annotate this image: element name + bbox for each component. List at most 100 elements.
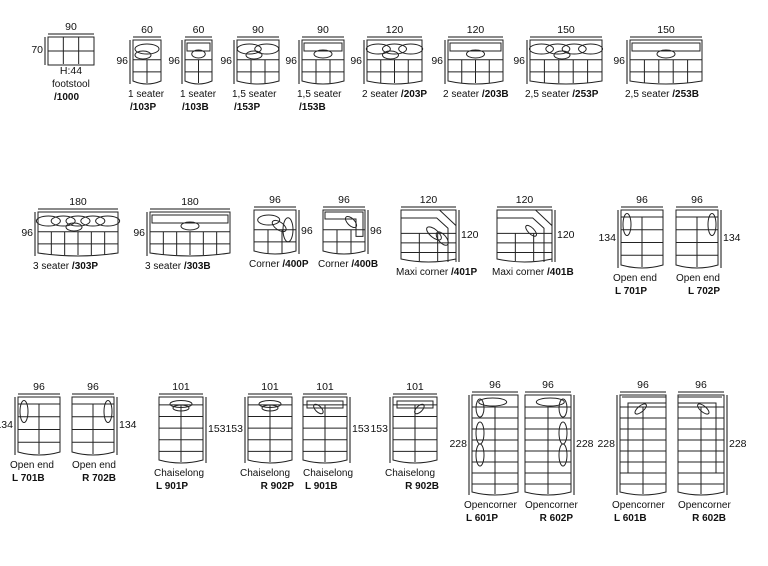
cushion-icon [414, 403, 425, 415]
module-outline [37, 211, 119, 257]
module-code: /153B [299, 102, 326, 113]
module-plan-drawing [14, 393, 61, 456]
module-outline [392, 396, 438, 464]
cushion-icon [344, 215, 358, 229]
cushion-icon [172, 404, 190, 412]
width-label: 96 [637, 379, 649, 391]
module-plan-drawing [44, 33, 95, 66]
module-plan-drawing [496, 206, 556, 263]
width-label: 101 [172, 381, 190, 393]
height-label: 96 [370, 225, 382, 237]
backrest [396, 400, 434, 409]
height-label: 96 [431, 55, 443, 67]
module-outline [184, 39, 213, 85]
module-outline [302, 396, 348, 464]
backrest [401, 209, 457, 262]
module-code: L 601B [614, 513, 647, 524]
module-code: R 602P [539, 513, 573, 524]
width-label: 101 [261, 381, 279, 393]
cushion-icon [707, 213, 717, 236]
module-name: 2 seater [362, 89, 399, 100]
height-label: 96 [116, 55, 128, 67]
cushion-icon [525, 224, 537, 237]
height-label: 96 [133, 227, 145, 239]
module-plan-drawing [298, 36, 345, 85]
module-name: Corner [249, 259, 280, 270]
module-outline [471, 394, 519, 496]
module-name: 1,5 seater [232, 89, 277, 100]
module-plan-drawing [677, 391, 728, 496]
cushion-icon [80, 215, 106, 227]
width-label: 90 [65, 21, 77, 33]
height-label: 228 [597, 438, 615, 450]
module-name: Opencorner [678, 500, 731, 511]
cushion-icon [271, 219, 287, 233]
module-code: R 902B [405, 481, 439, 492]
height-label: 120 [461, 229, 479, 241]
module-outline [529, 39, 603, 85]
height-label: 96 [168, 55, 180, 67]
width-label: 96 [338, 194, 350, 206]
cushion-icon [169, 400, 193, 408]
cushion-icon [261, 404, 279, 412]
module-plan-drawing [444, 36, 504, 85]
cushion-icon [382, 50, 399, 60]
cushion-icon [134, 50, 152, 60]
module-outline [132, 39, 162, 85]
width-label: 180 [181, 196, 199, 208]
cushion-icon [697, 403, 710, 415]
backrest [151, 214, 229, 224]
backrest-inner [401, 217, 449, 262]
width-label: 96 [636, 194, 648, 206]
module-code: /153P [234, 102, 261, 113]
height-label: 228 [576, 438, 594, 450]
module-name: Opencorner [464, 500, 517, 511]
module-plan-drawing [526, 36, 604, 85]
module-plan-drawing [617, 206, 664, 269]
module-outline [619, 394, 667, 496]
width-label: 101 [406, 381, 424, 393]
module-name: Chaiselong [154, 468, 205, 479]
cushion-icon [535, 397, 565, 407]
module-code: /1000 [54, 92, 80, 103]
cushion-icon [254, 43, 280, 55]
cushion-icon [95, 215, 121, 227]
module-outline [322, 209, 366, 255]
cushion-icon [382, 43, 407, 55]
width-label: 150 [657, 24, 675, 36]
module-name: footstool [52, 79, 90, 90]
module-plan-drawing [244, 393, 293, 464]
cushion-icon [313, 403, 324, 415]
backrest [677, 396, 722, 474]
module-code: /401P [451, 267, 478, 278]
height-label: 96 [21, 227, 33, 239]
height-label: 96 [220, 55, 232, 67]
width-label: 90 [252, 24, 264, 36]
height-label: 96 [285, 55, 297, 67]
cushion-icon [257, 214, 281, 226]
module-name: 3 seater [145, 261, 182, 272]
module-name: 2,5 seater [525, 89, 570, 100]
cushion-icon [245, 50, 263, 60]
module-plan-drawing [400, 206, 460, 263]
module-plan-drawing [616, 391, 667, 496]
module-plan-drawing [34, 208, 121, 257]
module-name: Opencorner [525, 500, 578, 511]
module-code: L 701P [615, 286, 648, 297]
height-label: 134 [598, 232, 616, 244]
width-label: 60 [192, 24, 205, 36]
cushion-icon [553, 50, 571, 60]
cushion-icon [426, 226, 442, 241]
module-plan-drawing [626, 36, 703, 85]
module-153p: 90 96 1,5 seater/153P [220, 25, 280, 113]
